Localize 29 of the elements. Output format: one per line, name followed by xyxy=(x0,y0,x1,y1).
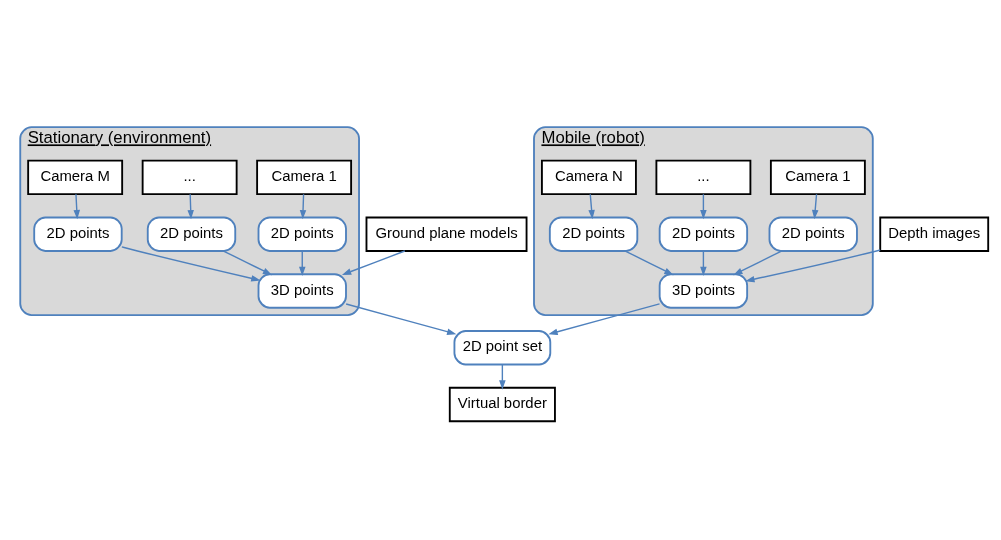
node-box: Depth images xyxy=(879,216,990,252)
arrow xyxy=(733,249,783,275)
node-box: 2D points xyxy=(257,216,347,252)
arrow xyxy=(345,302,457,335)
arrow xyxy=(624,249,674,275)
node-box: 3D points xyxy=(658,272,749,309)
node-box: 2D points xyxy=(548,216,639,252)
arrow xyxy=(121,245,261,282)
node-box: Virtual border xyxy=(448,386,556,422)
node-box: Camera N xyxy=(541,159,637,195)
node-box: 2D point set xyxy=(453,329,552,365)
node-box: 2D points xyxy=(768,216,858,252)
arrow xyxy=(548,302,661,335)
node-box: Camera 1 xyxy=(256,159,353,195)
node-box: 2D points xyxy=(33,216,123,252)
node-box: 2D points xyxy=(658,216,749,252)
node-box: ... xyxy=(655,159,752,195)
arrow xyxy=(811,193,819,219)
node-box: Camera M xyxy=(27,159,124,195)
node-box: 2D points xyxy=(146,216,237,252)
arrow xyxy=(73,193,81,219)
arrow xyxy=(341,249,406,275)
arrow xyxy=(222,249,273,275)
node-box: Camera 1 xyxy=(769,159,866,195)
node-box: 3D points xyxy=(257,272,347,309)
node-box: Ground plane models xyxy=(365,216,528,252)
arrow xyxy=(745,248,881,282)
arrow xyxy=(299,193,307,219)
node-box: ... xyxy=(141,159,238,195)
